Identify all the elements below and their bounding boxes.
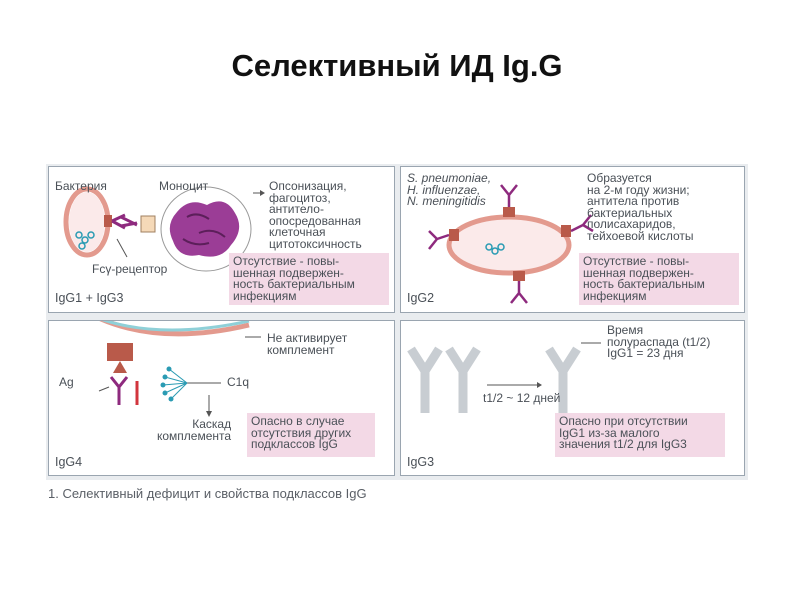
subclass-label-igg2: IgG2 bbox=[407, 291, 435, 305]
cascade-arrow-head bbox=[206, 411, 212, 417]
deficiency-highlight bbox=[229, 253, 389, 305]
monocyte-nucleus bbox=[169, 201, 240, 257]
antigen-marker bbox=[503, 207, 515, 217]
igg-icon bbox=[407, 346, 443, 413]
label-ag: Ag bbox=[59, 375, 74, 389]
slide-title: Селективный ИД Ig.G bbox=[231, 48, 563, 83]
figure-caption: 1. Селективный дефицит и свойства подкла… bbox=[48, 486, 367, 501]
ag-pointer bbox=[98, 386, 110, 392]
igg1-functions-text: Опсонизация, фагоцитоз, антитело- опосре… bbox=[269, 179, 362, 251]
igg3-t-half-text: t1/2 ~ 12 дней bbox=[483, 391, 561, 405]
antibody-icon bbox=[428, 230, 450, 250]
cell-membrane bbox=[99, 321, 250, 337]
antigen-tip bbox=[113, 361, 127, 373]
receptor-pointer bbox=[116, 238, 128, 258]
panel-igg2: S. pneumoniae, H. influenzae, N. meningi… bbox=[400, 166, 745, 313]
fc-receptor-icon bbox=[140, 215, 156, 233]
cell-membrane-inner bbox=[101, 321, 250, 332]
antibody-icon bbox=[111, 213, 138, 230]
igg3-danger-text: Опасно при отсутствии IgG1 из-за малого … bbox=[559, 414, 688, 451]
igg4-no-complement-text: Не активирует комплемент bbox=[267, 331, 348, 357]
igg4-antibody-icon bbox=[109, 376, 129, 405]
bacterium-dna bbox=[75, 231, 83, 239]
igg3-half-life-text: Время полураспада (t1/2) IgG1 = 23 дня bbox=[607, 323, 711, 360]
bacterium-dna bbox=[87, 231, 95, 239]
antigen-marker bbox=[561, 225, 571, 237]
bacterium-dna bbox=[485, 243, 493, 251]
panel-igg4: Не активирует комплемент Ag C1q Каскад к… bbox=[48, 320, 395, 476]
complement-illustration bbox=[98, 321, 261, 417]
igg2-organisms-text: S. pneumoniae, H. influenzae, N. meningi… bbox=[407, 171, 492, 208]
antibody-icon bbox=[510, 281, 528, 304]
igg2-formation-text: Образуется на 2-м году жизни; антитела п… bbox=[587, 171, 694, 243]
bacterium-dna bbox=[78, 242, 86, 250]
decay-arrow-head bbox=[537, 382, 542, 388]
opsonization-illustration bbox=[63, 186, 265, 272]
subclass-label-igg1-igg3: IgG1 + IgG3 bbox=[55, 291, 124, 305]
bacterium-dna bbox=[491, 247, 499, 255]
igg4-danger-text: Опасно в случае отсутствия других подкла… bbox=[251, 414, 352, 451]
antibody-icon bbox=[570, 214, 594, 233]
bacterium-body bbox=[69, 192, 105, 252]
label-c1q: C1q bbox=[227, 375, 250, 389]
danger-highlight bbox=[555, 413, 725, 457]
bacterium-dna bbox=[81, 236, 89, 244]
panel-igg3: Время полураспада (t1/2) IgG1 = 23 дня t… bbox=[400, 320, 745, 476]
deficiency-highlight bbox=[579, 253, 739, 305]
antigen-marker bbox=[104, 215, 112, 227]
antigen-block bbox=[107, 343, 133, 361]
antigen-marker bbox=[513, 271, 525, 281]
monocyte-chromatin bbox=[182, 213, 226, 246]
bacterium-dna bbox=[497, 243, 505, 251]
label-fc-receptor: Fcγ-рецептор bbox=[92, 262, 168, 276]
antigen-marker bbox=[449, 229, 459, 241]
label-bacterium: Бактерия bbox=[55, 179, 107, 193]
igg1-deficiency-text: Отсутствие - повы- шенная подвержен- нос… bbox=[233, 254, 355, 303]
antibody-icon bbox=[500, 184, 518, 207]
igg-icon bbox=[545, 346, 581, 413]
panel-igg1-igg3: Бактерия Моноцит Опсонизация, фагоцитоз,… bbox=[48, 166, 395, 313]
half-life-illustration bbox=[407, 342, 601, 413]
subclass-label-igg3: IgG3 bbox=[407, 455, 435, 469]
c1q-icon bbox=[162, 368, 188, 400]
arrow-head-icon bbox=[260, 190, 265, 196]
subclass-label-igg4: IgG4 bbox=[55, 455, 83, 469]
igg-icon bbox=[445, 346, 481, 413]
polysaccharide-illustration bbox=[428, 184, 594, 304]
igg2-deficiency-text: Отсутствие - повы- шенная подвержен- нос… bbox=[583, 254, 705, 303]
igg4-cascade-text: Каскад комплемента bbox=[157, 417, 232, 443]
danger-highlight bbox=[247, 413, 375, 457]
label-monocyte: Моноцит bbox=[159, 179, 209, 193]
encapsulated-bacterium bbox=[446, 214, 572, 276]
figure: Бактерия Моноцит Опсонизация, фагоцитоз,… bbox=[35, 158, 754, 508]
